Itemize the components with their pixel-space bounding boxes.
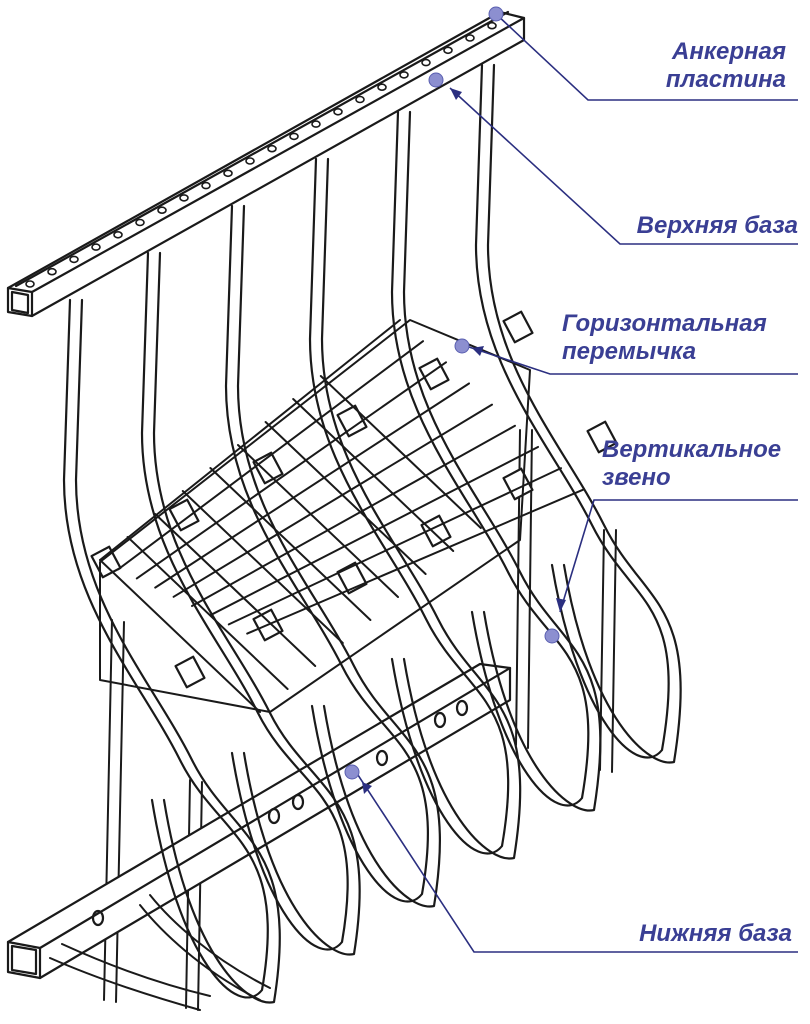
label-horizontal-bridge-line1: Горизонтальная	[562, 310, 767, 337]
markers	[344, 6, 560, 780]
clamp-upper-6	[502, 310, 534, 344]
vertical-link-4-edge-1	[308, 157, 510, 855]
marker-anchor-plate	[488, 6, 504, 22]
plate-hole-14	[311, 120, 321, 128]
plate-hole-20	[443, 46, 453, 55]
lattice-diagonal-b-7	[264, 421, 427, 575]
clamp-lower-6	[586, 420, 618, 454]
lattice-diagonal-a-7	[209, 445, 539, 617]
leader-top-base	[449, 87, 798, 245]
plate-hole-10	[223, 169, 233, 178]
arrowhead-top-base	[450, 88, 462, 100]
label-vertical-link: Вертикальное звено	[602, 436, 781, 492]
label-anchor-plate-line2: пластина	[665, 66, 786, 93]
vertical-link-6-edge-1	[474, 63, 670, 759]
label-horizontal-bridge-line2: перемычка	[562, 338, 697, 365]
clamp-upper-2	[168, 498, 200, 532]
plate-hole-22	[487, 21, 497, 30]
lattice-diagonal-a-2	[117, 340, 424, 571]
plate-hole-5	[113, 231, 123, 239]
lattice-diagonal-b-2	[126, 536, 289, 690]
plate-hole-13	[289, 132, 299, 141]
lattice-diagonal-b-3	[154, 513, 317, 667]
marker-bottom-base	[344, 764, 360, 780]
lattice-diagonal-b-8	[292, 398, 455, 552]
plate-hole-1	[25, 280, 35, 288]
plate-hole-9	[201, 181, 211, 190]
leader-anchor-plate	[495, 13, 798, 101]
lattice-diagonal-b-6	[237, 444, 399, 598]
leader-vertical-link	[559, 499, 798, 613]
arrowhead-vertical-link	[556, 598, 566, 612]
arrowhead-horizontal-bridge	[472, 346, 484, 356]
lattice-diagonal-b-9	[319, 375, 482, 529]
arrowhead-bottom-base	[362, 782, 372, 794]
vertical-link-6-edge-2	[486, 63, 682, 764]
lattice-diagonal-a-1	[99, 319, 401, 561]
lattice-diagonal-a-5	[172, 403, 493, 598]
marker-horizontal-bridge	[454, 338, 470, 354]
lattice-diagonal-a-8	[227, 467, 562, 626]
clamp-lower-1	[174, 655, 206, 689]
lattice-frame	[99, 319, 531, 713]
plate-hole-2	[47, 267, 57, 276]
label-horizontal-bridge: Горизонтальная перемычка	[562, 310, 767, 366]
vertical-link-4-edge-2	[320, 157, 522, 860]
plate-hole-21	[465, 34, 475, 42]
label-anchor-plate-line1: Анкерная	[672, 38, 786, 65]
plate-hole-6	[135, 218, 145, 227]
lattice-diagonal-a-4	[154, 382, 470, 589]
top-base-beam	[6, 10, 526, 318]
vertical-link-3-edge-1	[224, 204, 429, 903]
lattice-diagonal-a-3	[135, 361, 447, 580]
lattice-diagonal-b-5	[209, 467, 372, 621]
marker-top-base	[428, 72, 444, 88]
plate-hole-17	[377, 83, 387, 91]
plate-hole-7	[157, 206, 167, 214]
lattice-diagonal-b-1	[99, 559, 261, 713]
plate-hole-11	[245, 157, 255, 165]
anchor-plate-holes	[25, 21, 497, 288]
plate-hole-8	[179, 194, 189, 202]
leader-bottom-base	[355, 771, 798, 953]
plate-hole-16	[355, 95, 365, 104]
plate-hole-18	[399, 71, 409, 79]
leader-horizontal-bridge	[465, 345, 798, 375]
label-vertical-link-line1: Вертикальное	[602, 436, 782, 463]
vertical-link-2-edge-2	[152, 251, 361, 956]
plate-hole-19	[421, 58, 431, 67]
label-bottom-base-text: Нижняя база	[639, 920, 792, 947]
lattice-diagonal-a-9	[246, 488, 585, 635]
plate-hole-4	[91, 243, 101, 251]
label-bottom-base: Нижняя база	[639, 920, 792, 948]
clamp-upper-1	[90, 545, 122, 579]
label-top-base: Верхняя база	[637, 212, 798, 240]
vertical-link-5-edge-2	[402, 110, 602, 812]
plate-hole-3	[69, 255, 79, 264]
bottom-curved-tube	[49, 894, 271, 1011]
horizontal-bridge-lattice	[99, 319, 585, 713]
lattice-diagonal-a-6	[191, 424, 516, 607]
vertical-link-5-edge-1	[390, 110, 590, 807]
label-top-base-text: Верхняя база	[636, 212, 798, 239]
label-vertical-link-line2: звено	[602, 464, 671, 491]
label-anchor-plate: Анкерная пластина	[666, 38, 786, 94]
plate-hole-12	[267, 144, 277, 153]
leader-lines	[355, 13, 798, 953]
plate-hole-15	[333, 108, 343, 116]
marker-vertical-link	[544, 628, 560, 644]
leader-arrowheads	[362, 88, 566, 794]
